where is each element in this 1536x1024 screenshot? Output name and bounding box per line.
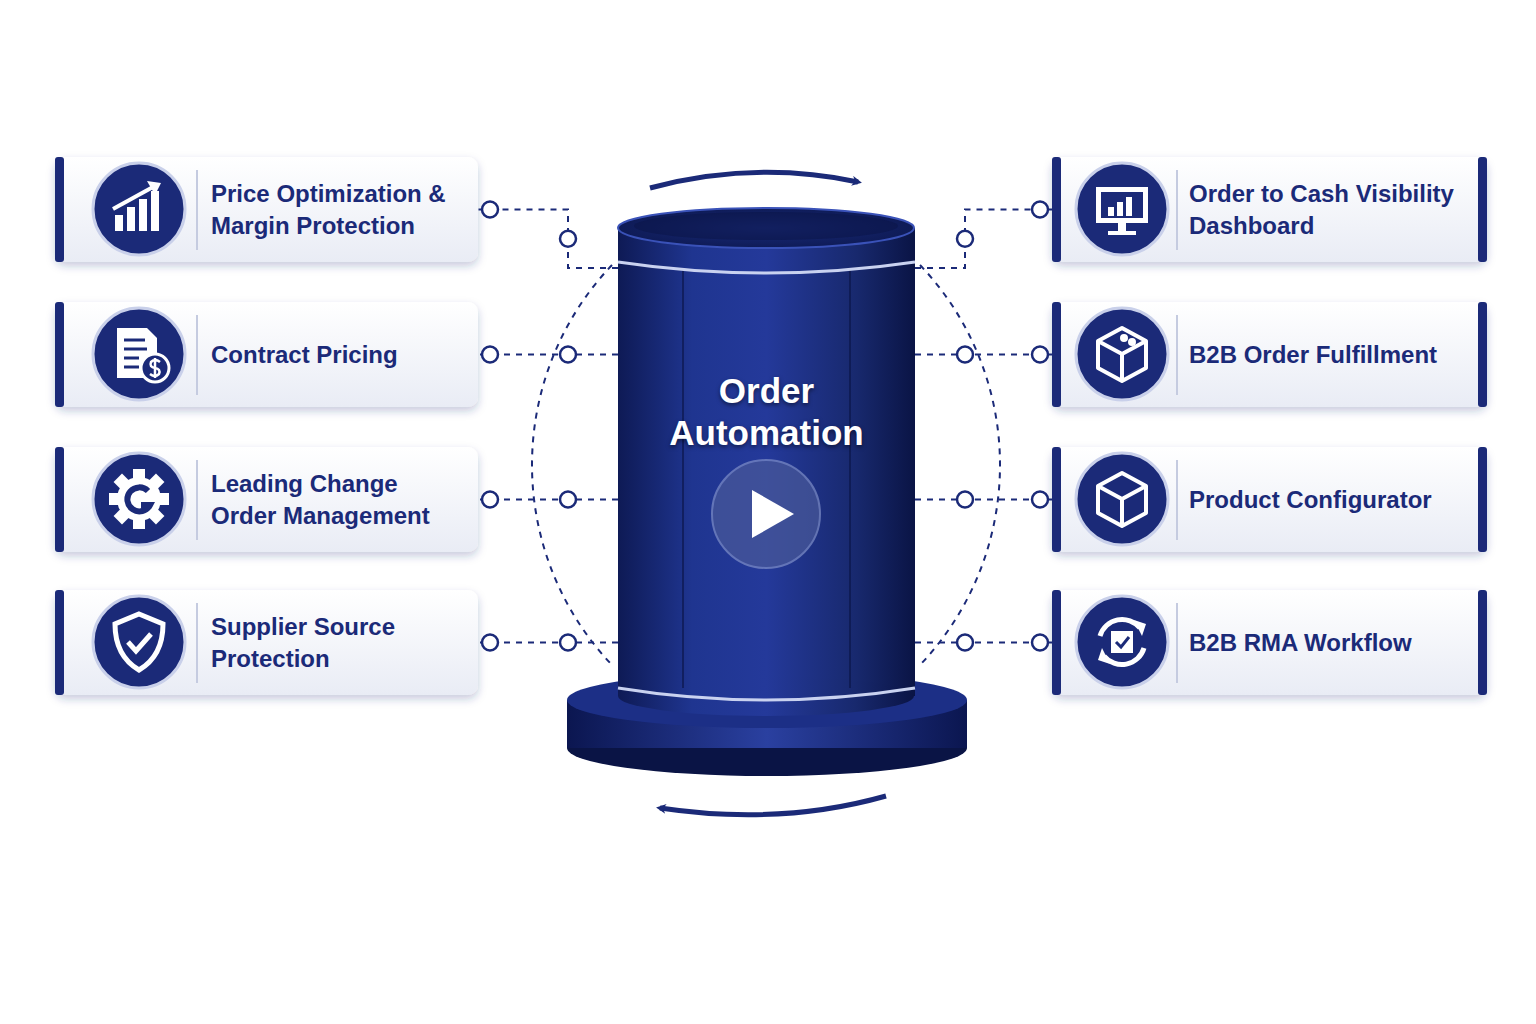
dashed-connector: [915, 492, 1052, 508]
feature-box: B2B Order Fulfillment: [1052, 302, 1487, 407]
hub-cylinder: Order Automation: [618, 228, 915, 698]
dashed-connector: [915, 202, 1052, 269]
feature-label: B2B Order Fulfillment: [1189, 339, 1437, 371]
connector-dot: [560, 231, 576, 247]
dashed-connector: [478, 202, 618, 269]
connector-dot: [1032, 202, 1048, 218]
feature-label: Order to Cash Visibility Dashboard: [1189, 178, 1469, 242]
connector-dot: [1032, 635, 1048, 651]
connector-dot: [482, 347, 498, 363]
connector-dot: [957, 231, 973, 247]
connector-dot: [482, 202, 498, 218]
dashed-connector: [478, 347, 618, 363]
feature-box: Contract Pricing: [55, 302, 478, 407]
feature-box: Leading Change Order Management: [55, 447, 478, 552]
feature-label: Supplier Source Protection: [211, 611, 460, 675]
dashed-connector: [915, 347, 1052, 363]
feature-label: B2B RMA Workflow: [1189, 627, 1412, 659]
connector-dot: [1032, 347, 1048, 363]
feature-box: Order to Cash Visibility Dashboard: [1052, 157, 1487, 262]
feature-label: Price Optimization & Margin Protection: [211, 178, 460, 242]
feature-label: Product Configurator: [1189, 484, 1432, 516]
connector-dot: [1032, 492, 1048, 508]
connector-dot: [957, 347, 973, 363]
hub-title: Order Automation: [652, 370, 882, 454]
connector-dot: [560, 347, 576, 363]
connector-dot: [560, 492, 576, 508]
dashed-connector: [915, 635, 1052, 651]
connector-dot: [957, 635, 973, 651]
feature-box: Supplier Source Protection: [55, 590, 478, 695]
feature-box: B2B RMA Workflow: [1052, 590, 1487, 695]
dashed-connector: [478, 492, 618, 508]
connector-dot: [482, 492, 498, 508]
feature-label: Leading Change Order Management: [211, 468, 460, 532]
feature-label: Contract Pricing: [211, 339, 398, 371]
connector-dot: [482, 635, 498, 651]
feature-box: Price Optimization & Margin Protection: [55, 157, 478, 262]
feature-box: Product Configurator: [1052, 447, 1487, 552]
dashed-connector: [478, 635, 618, 651]
connector-dot: [560, 635, 576, 651]
connector-dot: [957, 492, 973, 508]
